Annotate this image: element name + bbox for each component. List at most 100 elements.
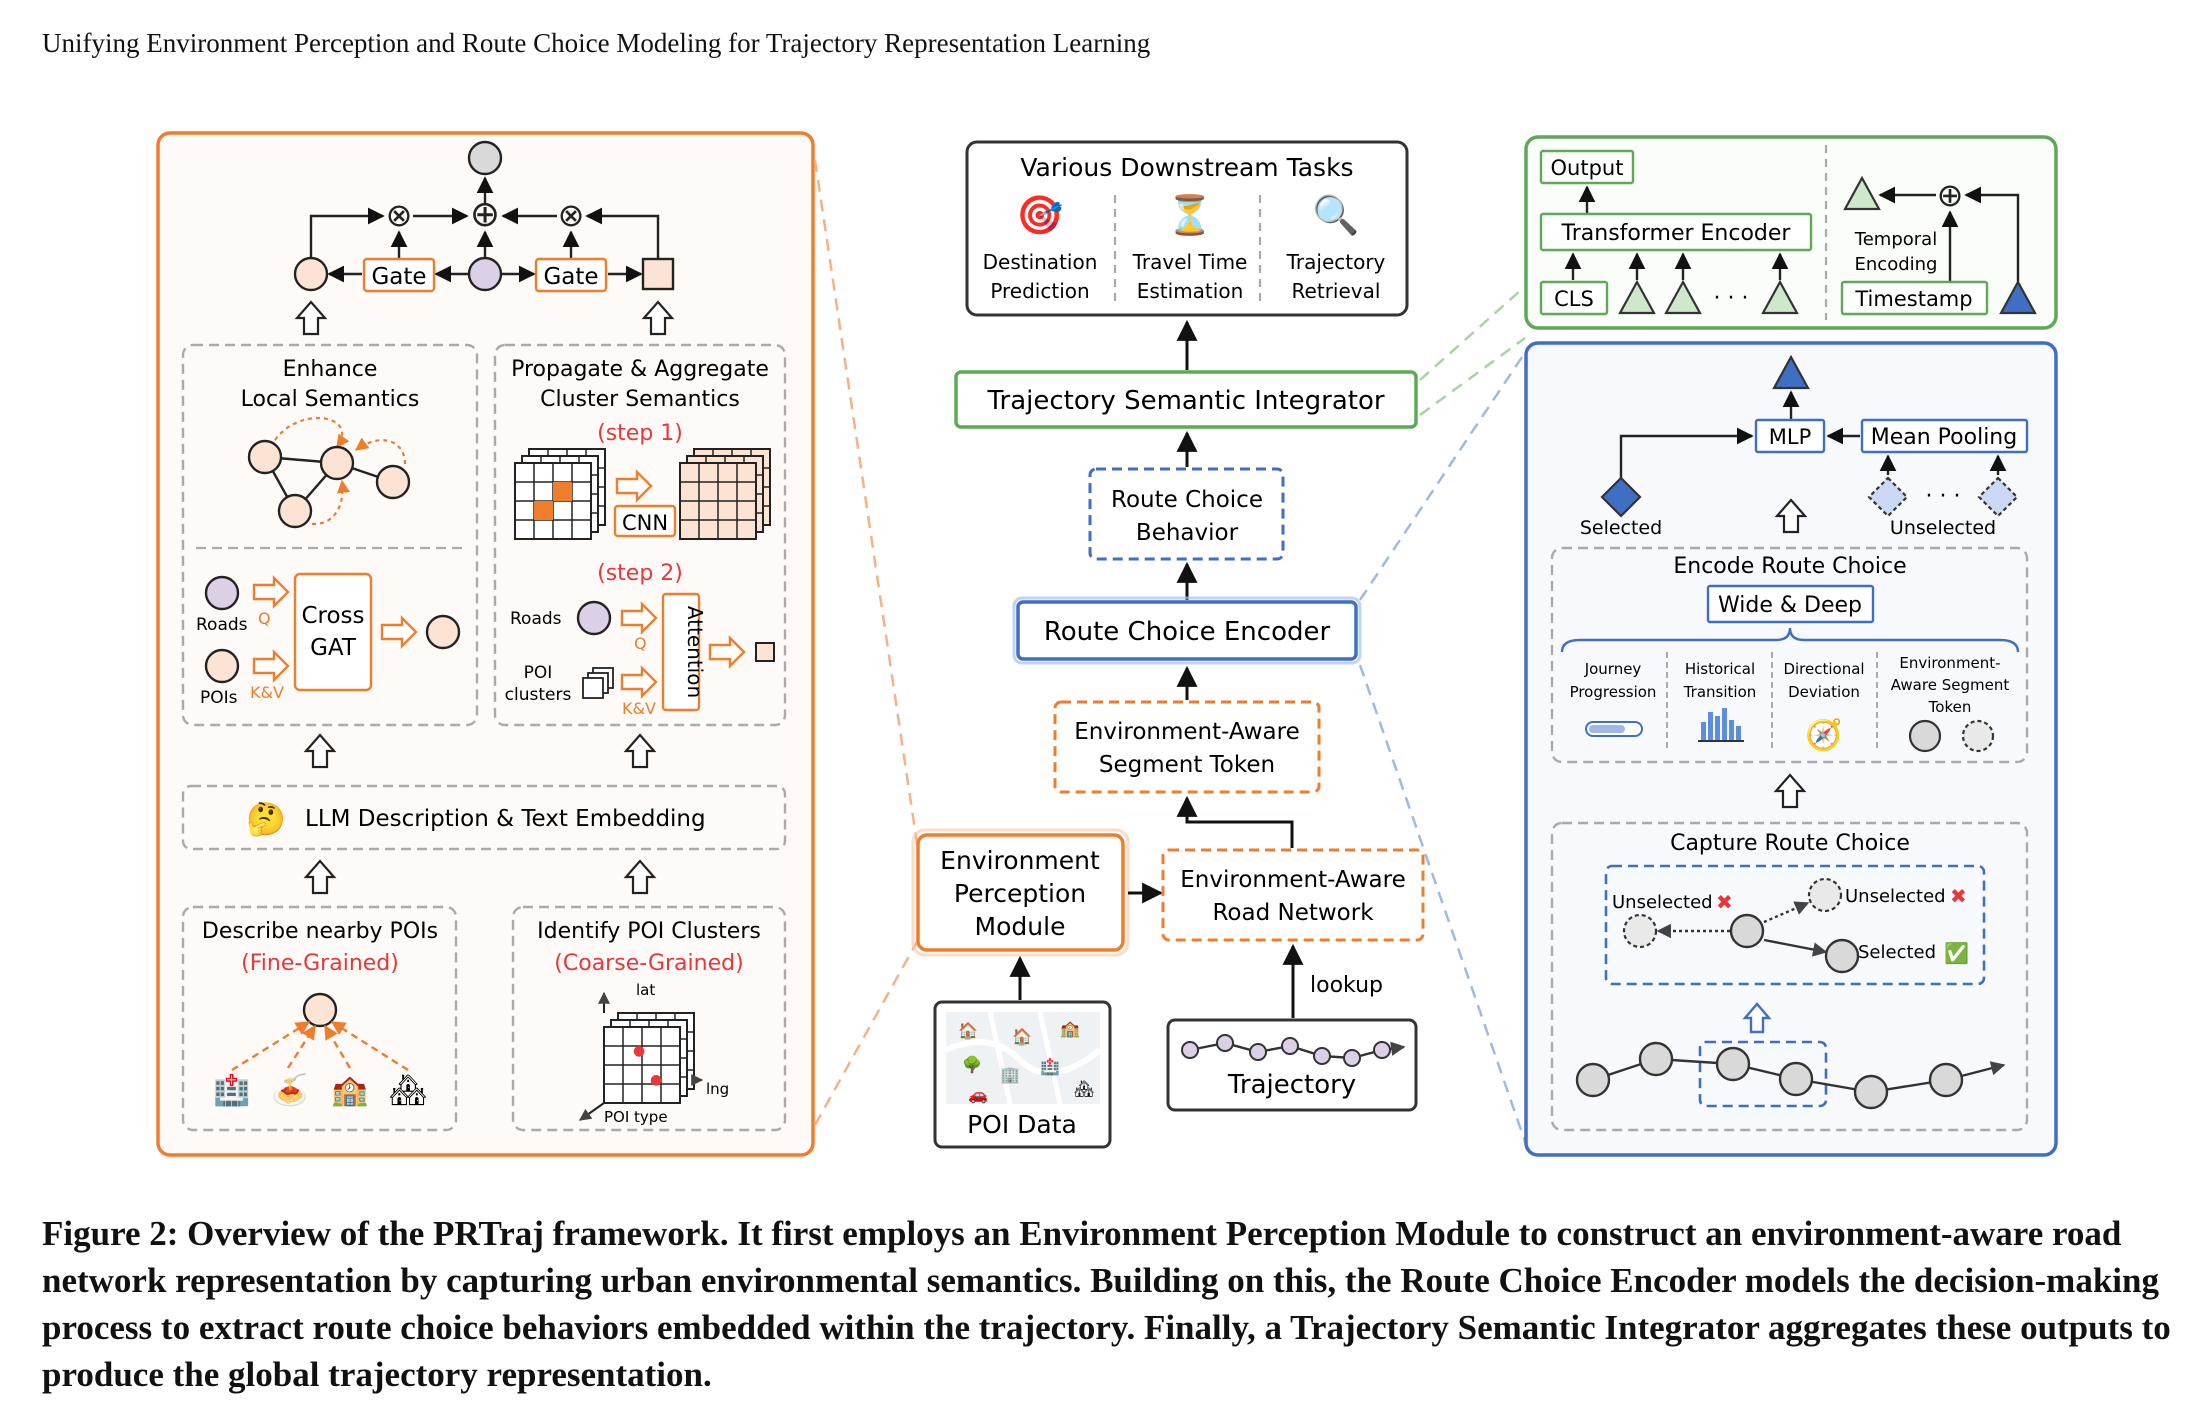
hospital-icon: 🏥 — [213, 1072, 250, 1108]
segment-triangle-blue — [1999, 279, 2037, 315]
env-token-line1: Environment-Aware — [1074, 719, 1299, 745]
unselected-node — [1807, 877, 1843, 913]
enhanced-node — [425, 614, 461, 650]
output-node — [467, 140, 503, 176]
mult-op-icon-right: ⊗ — [558, 196, 585, 234]
center-road-node — [302, 992, 338, 1028]
svg-text:🌳: 🌳 — [962, 1055, 982, 1074]
feat1-line1: Journey — [1584, 660, 1642, 678]
env-road-line1: Environment-Aware — [1180, 867, 1405, 893]
svg-text:🏘: 🏘 — [1074, 1079, 1094, 1098]
poi-data-label: POI Data — [967, 1110, 1077, 1139]
enhance-title-line1: Enhance — [283, 357, 378, 382]
selected-node — [1824, 938, 1860, 974]
token-triangle — [1664, 279, 1702, 315]
mlp-label: MLP — [1769, 425, 1811, 449]
center-pipeline: Various Downstream Tasks 🎯 Destination P… — [911, 140, 1425, 1149]
cross-mark-icon-b: ✖ — [1950, 884, 1967, 908]
gate-label-right: Gate — [543, 264, 598, 290]
describe-title: Describe nearby POIs — [202, 919, 438, 944]
graph-node — [319, 445, 355, 481]
epm-line2: Perception — [954, 879, 1086, 908]
feat3-line1: Directional — [1783, 660, 1864, 678]
add-op-icon: ⊕ — [1937, 176, 1964, 214]
roads-node-2 — [576, 600, 612, 636]
poi-grid-cube: ● ● — [579, 991, 704, 1121]
feature-grid-stack — [514, 448, 606, 540]
transformer-label: Transformer Encoder — [1561, 221, 1792, 246]
road-node — [467, 256, 503, 292]
check-mark-icon: ✅ — [1944, 941, 1969, 965]
selected-label-2: Selected — [1858, 942, 1936, 963]
cnn-label: CNN — [622, 511, 668, 535]
cluster-node — [641, 257, 675, 291]
q-label-2: Q — [634, 634, 647, 653]
roads-label-2: Roads — [510, 609, 562, 629]
cls-box — [1539, 280, 1609, 316]
fusion-block: ⊕ ⊗ ⊗ Gate Gate — [293, 140, 675, 293]
feat3-line2: Deviation — [1788, 683, 1860, 701]
step1-label: (step 1) — [597, 421, 683, 446]
sum-op-icon: ⊕ — [470, 194, 500, 235]
compass-icon: 🧭 — [1805, 717, 1842, 753]
hollow-arrow-blue-icon — [1742, 1002, 1772, 1034]
cnn-box — [613, 504, 677, 538]
integrator-label: Trajectory Semantic Integrator — [986, 386, 1384, 416]
current-node — [1729, 913, 1765, 949]
fine-grained-label: (Fine-Grained) — [241, 951, 399, 976]
mean-pooling-label: Mean Pooling — [1871, 425, 2017, 450]
feat4-line3: Token — [1928, 698, 1972, 716]
unselected-diamond — [1867, 476, 1909, 518]
current-segment-window — [1698, 1040, 1828, 1108]
svg-text:🏥: 🏥 — [1040, 1057, 1060, 1076]
capture-title: Capture Route Choice — [1670, 831, 1910, 856]
school-icon: 🏫 — [331, 1073, 368, 1108]
output-box — [1539, 149, 1635, 185]
svg-text:🏠: 🏠 — [958, 1021, 978, 1040]
poi-type-label: POI type — [604, 1108, 668, 1126]
gate-box-right — [534, 257, 608, 293]
roads-node — [204, 575, 240, 611]
epm-line3: Module — [975, 912, 1066, 941]
lookup-label: lookup — [1310, 973, 1383, 998]
env-segment-token-box — [1053, 700, 1321, 794]
cross-mark-icon-a: ✖ — [1716, 890, 1733, 914]
enhance-local-semantics-box: Enhance Local Semantics Roads POIs Q K&V — [181, 343, 479, 727]
propagate-title-line1: Propagate & Aggregate — [511, 357, 769, 382]
feat1-line2: Progression — [1570, 683, 1657, 701]
ellipsis: · · · — [1714, 286, 1749, 311]
gate-box-left — [362, 257, 436, 293]
temporal-line1: Temporal — [1854, 229, 1937, 250]
route-choice-encoder-box — [1016, 600, 1358, 661]
feat4-line1: Environment- — [1899, 654, 2000, 672]
wide-deep-label: Wide & Deep — [1718, 593, 1862, 618]
local-node — [293, 256, 329, 292]
env-road-line2: Road Network — [1212, 900, 1374, 926]
mult-op-icon-left: ⊗ — [386, 196, 413, 234]
zoom-line-blue-a — [1358, 347, 1530, 601]
integrator-detail-panel: Output Transformer Encoder CLS · · · ⊕ T… — [1524, 135, 2058, 330]
feat2-line1: Historical — [1685, 660, 1755, 678]
attention-box — [661, 592, 701, 712]
restaurant-icon: 🍝 — [271, 1072, 308, 1108]
propagate-aggregate-box: Propagate & Aggregate Cluster Semantics … — [493, 343, 787, 727]
pois-node — [204, 648, 240, 684]
q-label: Q — [258, 609, 271, 628]
unselected-label-b: Unselected — [1845, 886, 1946, 907]
route-encoder-label: Route Choice Encoder — [1044, 617, 1331, 647]
trajectory-label: Trajectory — [1227, 1070, 1356, 1100]
svg-text:●: ● — [633, 1043, 645, 1059]
environment-perception-detail-panel: ⊕ ⊗ ⊗ Gate Gate — [156, 131, 920, 1157]
task3-line2: Retrieval — [1292, 279, 1381, 303]
svg-text:🏫: 🏫 — [1060, 1019, 1080, 1038]
graph-node — [277, 493, 313, 529]
graph-node — [375, 464, 411, 500]
poi-clusters-label-2: clusters — [505, 685, 572, 705]
hourglass-icon: ⏳ — [1166, 193, 1213, 237]
thinking-face-icon: 🤔 — [246, 800, 286, 838]
route-behavior-line2: Behavior — [1136, 520, 1239, 546]
zoom-line-bottom — [813, 939, 920, 1126]
task1-line1: Destination — [983, 250, 1098, 274]
llm-label: LLM Description & Text Embedding — [305, 806, 706, 832]
roads-label: Roads — [196, 615, 248, 635]
